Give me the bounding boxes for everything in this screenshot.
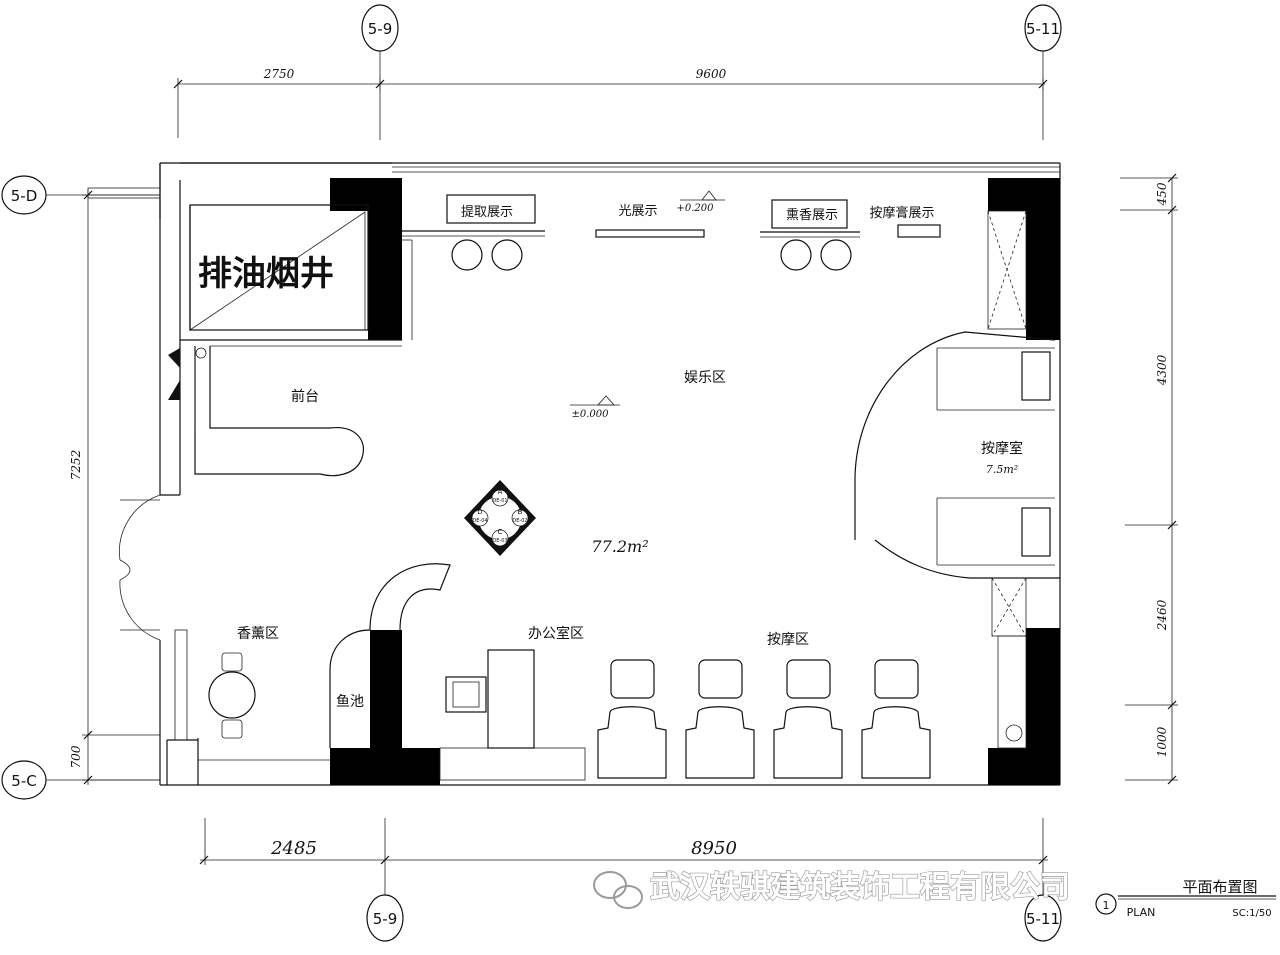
svg-text:8950: 8950 (691, 838, 737, 859)
svg-text:SC:1/50: SC:1/50 (1232, 908, 1271, 919)
svg-text:C: C (498, 528, 503, 536)
svg-text:D: D (477, 508, 482, 516)
dimension-top: 2750 9600 (173, 67, 1048, 138)
grid-bubble-bottom-left: 5-9 (366, 894, 404, 942)
svg-text:DE-04: DE-04 (472, 518, 487, 524)
svg-text:平面布置图: 平面布置图 (1182, 878, 1257, 896)
svg-text:按摩室: 按摩室 (981, 440, 1023, 457)
title-block: 1 平面布置图 PLAN SC:1/50 (1095, 878, 1276, 919)
svg-text:DE-03: DE-03 (492, 538, 507, 544)
svg-text:5-11: 5-11 (1026, 910, 1060, 928)
total-area-label: 77.2m² (591, 537, 648, 556)
exhaust-shaft: 排油烟井 (180, 204, 413, 347)
svg-text:2460: 2460 (1155, 599, 1169, 631)
grid-bubble-left-top: 5-D (1, 175, 47, 215)
svg-text:提取展示: 提取展示 (461, 204, 513, 220)
svg-text:按摩区: 按摩区 (767, 631, 809, 648)
svg-text:熏香展示: 熏香展示 (786, 208, 838, 223)
svg-text:450: 450 (1155, 182, 1169, 206)
dimension-right: 450 4300 2460 1000 (1120, 173, 1178, 785)
svg-text:5-9: 5-9 (368, 20, 393, 38)
svg-text:7.5m²: 7.5m² (986, 463, 1018, 476)
svg-text:1000: 1000 (1155, 726, 1169, 757)
fish-tank: 鱼池 (329, 629, 371, 748)
entrance-doors (119, 494, 188, 741)
svg-text:武汉轶骐建筑装饰工程有限公司: 武汉轶骐建筑装饰工程有限公司 (650, 870, 1070, 905)
svg-text:香薰区: 香薰区 (237, 626, 279, 642)
office-area: 办公室区 (439, 625, 586, 781)
svg-text:2485: 2485 (270, 838, 317, 859)
elevation-symbol: A DE-01 B DE-02 C DE-03 D DE-04 (464, 480, 536, 556)
massage-chairs: 按摩区 (597, 631, 931, 779)
svg-text:B: B (518, 508, 523, 516)
grid-bubble-top-left: 5-9 (361, 4, 399, 52)
svg-text:4300: 4300 (1155, 354, 1169, 386)
svg-text:±0.000: ±0.000 (571, 409, 609, 420)
svg-text:1: 1 (1103, 899, 1110, 912)
svg-text:PLAN: PLAN (1127, 906, 1156, 919)
svg-text:A: A (498, 488, 503, 496)
svg-text:前台: 前台 (291, 388, 319, 405)
svg-text:5-11: 5-11 (1026, 20, 1060, 38)
grid-bubble-top-right: 5-11 (1024, 4, 1062, 52)
svg-text:DE-01: DE-01 (492, 498, 507, 504)
svg-text:光展示: 光展示 (618, 204, 657, 219)
level-mark: ±0.000 (570, 395, 620, 420)
reception-counter: 前台 (168, 346, 364, 477)
svg-text:5-9: 5-9 (373, 910, 398, 928)
massage-room: 按摩室 7.5m² (854, 331, 1060, 579)
svg-text:+0.200: +0.200 (676, 203, 714, 214)
dimension-left: 7252 700 (69, 190, 160, 785)
watermark: 武汉轶骐建筑装饰工程有限公司 (593, 869, 1071, 909)
entertainment-label: 娱乐区 (684, 370, 726, 386)
display-shelves: 提取展示 光展示 +0.200 熏香展示 按摩膏展示 (402, 190, 941, 271)
dimension-bottom: 2485 8950 (199, 838, 1048, 865)
grid-bubble-left-bottom: 5-C (1, 760, 47, 800)
svg-text:9600: 9600 (696, 67, 727, 81)
curved-counter (369, 563, 451, 631)
svg-text:DE-02: DE-02 (512, 518, 527, 524)
aroma-area: 香薰区 (208, 626, 279, 739)
svg-text:700: 700 (69, 745, 83, 768)
svg-text:按摩膏展示: 按摩膏展示 (869, 205, 934, 221)
svg-text:7252: 7252 (69, 450, 83, 481)
svg-text:5-C: 5-C (11, 772, 36, 790)
wechat-icon (593, 871, 643, 909)
exhaust-shaft-label: 排油烟井 (198, 254, 334, 294)
svg-text:办公室区: 办公室区 (528, 625, 584, 642)
svg-text:2750: 2750 (263, 67, 295, 81)
svg-text:鱼池: 鱼池 (336, 693, 364, 710)
svg-text:5-D: 5-D (11, 187, 38, 205)
